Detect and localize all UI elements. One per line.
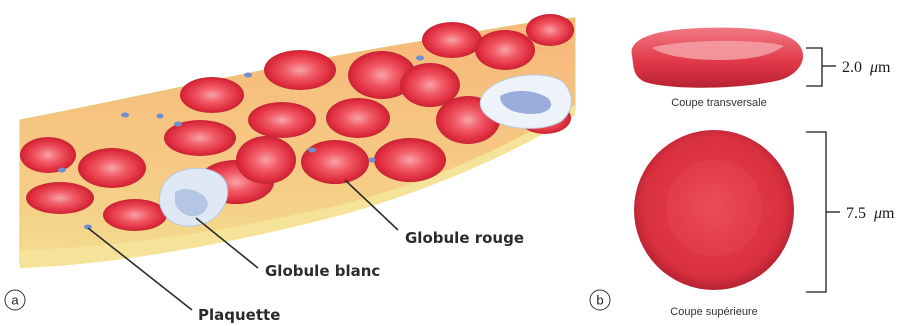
platelet	[308, 148, 316, 153]
thickness-bracket	[806, 48, 836, 86]
platelet	[369, 158, 376, 163]
label-white-cell: Globule blanc	[265, 262, 380, 280]
red-cell	[526, 14, 574, 46]
svg-text:b: b	[596, 293, 603, 308]
red-cell	[248, 102, 316, 138]
platelet	[416, 56, 424, 61]
red-cell	[422, 22, 482, 58]
thickness-label: 2.0 μm	[842, 59, 891, 76]
diameter-bracket	[806, 132, 840, 292]
red-cell	[475, 30, 535, 70]
red-cell	[26, 182, 94, 214]
red-cell	[103, 199, 167, 231]
caption-top-view: Coupe supérieure	[670, 306, 757, 318]
red-cell	[236, 136, 296, 184]
panel-letter-b: b	[590, 290, 610, 310]
red-cell	[326, 98, 390, 138]
red-cell	[180, 77, 244, 113]
label-red-cell: Globule rouge	[405, 229, 524, 247]
caption-cross-section: Coupe transversale	[671, 97, 766, 109]
platelet	[174, 122, 182, 127]
panel-letter-a: a	[5, 290, 25, 310]
label-platelet: Plaquette	[198, 306, 280, 324]
red-cell	[374, 138, 446, 182]
red-cell	[78, 148, 146, 188]
platelet	[58, 168, 66, 173]
red-cell	[264, 50, 336, 90]
svg-text:a: a	[11, 293, 19, 308]
platelet	[244, 73, 252, 78]
diameter-label: 7.5 μm	[846, 205, 895, 222]
platelet	[157, 114, 164, 119]
red-cell	[20, 137, 76, 173]
rbc-cross-section	[632, 28, 804, 88]
red-cell	[301, 140, 369, 184]
rbc-top-view	[634, 130, 794, 290]
platelet	[121, 113, 129, 118]
